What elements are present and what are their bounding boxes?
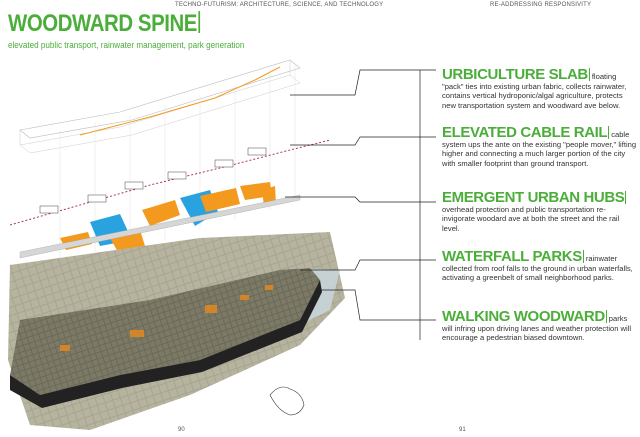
- heading-bar: [605, 310, 607, 323]
- section-body: floating "pack" ties into existing urban…: [442, 72, 627, 110]
- urbiculture-slab-layer: [19, 59, 301, 260]
- heading-bar: [608, 126, 610, 139]
- page-number-left: 90: [178, 427, 185, 433]
- heading-bar: [625, 191, 627, 204]
- heading-bar: [582, 250, 584, 263]
- section-heading: ELEVATED CABLE RAIL: [442, 124, 608, 141]
- section-body: parks will infring upon driving lanes an…: [442, 314, 632, 343]
- section-heading: WALKING WOODWARD: [442, 308, 605, 325]
- page-number-right: 91: [459, 427, 466, 433]
- section-body: overhead protection and public transport…: [442, 204, 620, 233]
- heading-bar: [588, 68, 590, 81]
- section-body: rainwater collected from roof falls to t…: [442, 254, 633, 283]
- cable-rail-layer: [9, 139, 331, 226]
- aerial-city-layer: [8, 232, 345, 430]
- page-title: WOODWARD SPINE: [8, 10, 201, 38]
- leader-lines: [285, 69, 436, 340]
- running-head-right: RE-ADDRESSING RESPONSIVITY: [490, 2, 592, 8]
- section-heading: URBICULTURE SLAB: [442, 66, 588, 83]
- page-title-text: WOODWARD SPINE: [8, 10, 197, 37]
- page-subtitle: elevated public transport, rainwater man…: [8, 40, 245, 50]
- section-emergent-urban-hubs: EMERGENT URBAN HUBSoverhead protection a…: [442, 189, 638, 233]
- urban-hubs-layer: [19, 182, 301, 259]
- section-heading: EMERGENT URBAN HUBS: [442, 189, 625, 206]
- running-head-left: TECHNO-FUTURISM: ARCHITECTURE, SCIENCE, …: [175, 2, 384, 8]
- section-heading: WATERFALL PARKS: [442, 248, 582, 265]
- title-bar: [198, 11, 201, 33]
- section-body: cable system ups the ante on the existin…: [442, 130, 637, 168]
